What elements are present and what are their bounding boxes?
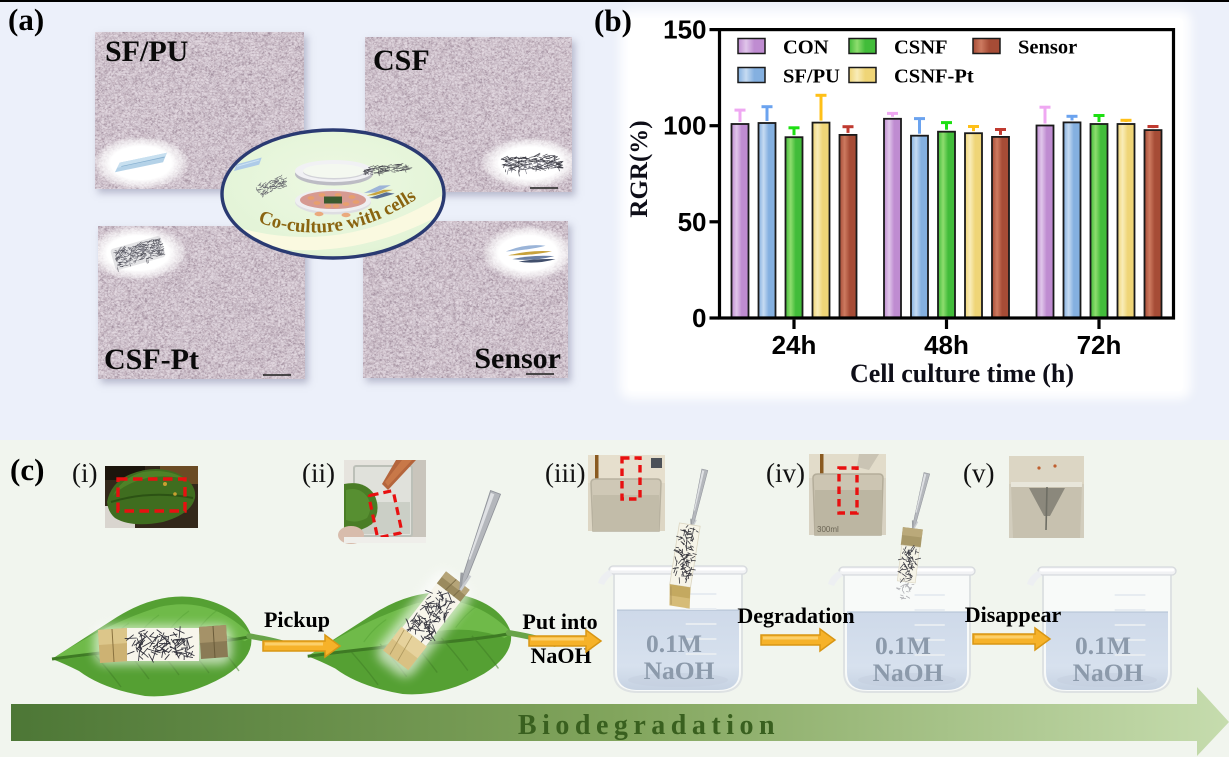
svg-text:CSF: CSF xyxy=(373,44,430,77)
svg-text:0.1M: 0.1M xyxy=(646,629,702,658)
svg-text:0.1M: 0.1M xyxy=(875,631,931,660)
svg-text:Cell culture time (h): Cell culture time (h) xyxy=(850,359,1074,388)
svg-text:NaOH: NaOH xyxy=(644,656,715,685)
svg-text:(ii): (ii) xyxy=(302,458,335,488)
svg-text:(iii): (iii) xyxy=(545,458,586,488)
svg-text:0: 0 xyxy=(692,303,706,333)
svg-text:RGR(%): RGR(%) xyxy=(626,120,653,217)
svg-text:NaOH: NaOH xyxy=(873,658,944,687)
svg-text:NaOH: NaOH xyxy=(530,643,591,668)
svg-text:(v): (v) xyxy=(963,458,994,488)
svg-text:CSNF: CSNF xyxy=(894,37,948,59)
svg-text:300ml: 300ml xyxy=(817,525,839,534)
svg-text:(i): (i) xyxy=(72,458,97,488)
svg-text:CON: CON xyxy=(783,37,829,59)
svg-text:50: 50 xyxy=(678,207,707,237)
svg-text:CSF-Pt: CSF-Pt xyxy=(104,343,199,376)
svg-text:150: 150 xyxy=(663,15,706,45)
svg-text:Sensor: Sensor xyxy=(474,342,561,375)
svg-text:0.1M: 0.1M xyxy=(1075,631,1131,660)
svg-text:Biodegradation: Biodegradation xyxy=(518,710,780,741)
svg-text:(iv): (iv) xyxy=(766,458,805,488)
svg-text:NaOH: NaOH xyxy=(1073,658,1144,687)
svg-text:Disappear: Disappear xyxy=(965,602,1062,627)
svg-text:Degradation: Degradation xyxy=(737,603,854,628)
svg-text:Sensor: Sensor xyxy=(1018,37,1077,59)
svg-text:Put into: Put into xyxy=(522,609,597,634)
svg-text:24h: 24h xyxy=(772,330,817,360)
svg-text:CSNF-Pt: CSNF-Pt xyxy=(894,66,974,88)
svg-text:72h: 72h xyxy=(1077,330,1122,360)
svg-text:Pickup: Pickup xyxy=(264,607,330,632)
svg-text:48h: 48h xyxy=(924,330,969,360)
svg-text:SF/PU: SF/PU xyxy=(783,66,840,88)
svg-text:SF/PU: SF/PU xyxy=(105,35,188,68)
svg-text:100: 100 xyxy=(663,111,706,141)
